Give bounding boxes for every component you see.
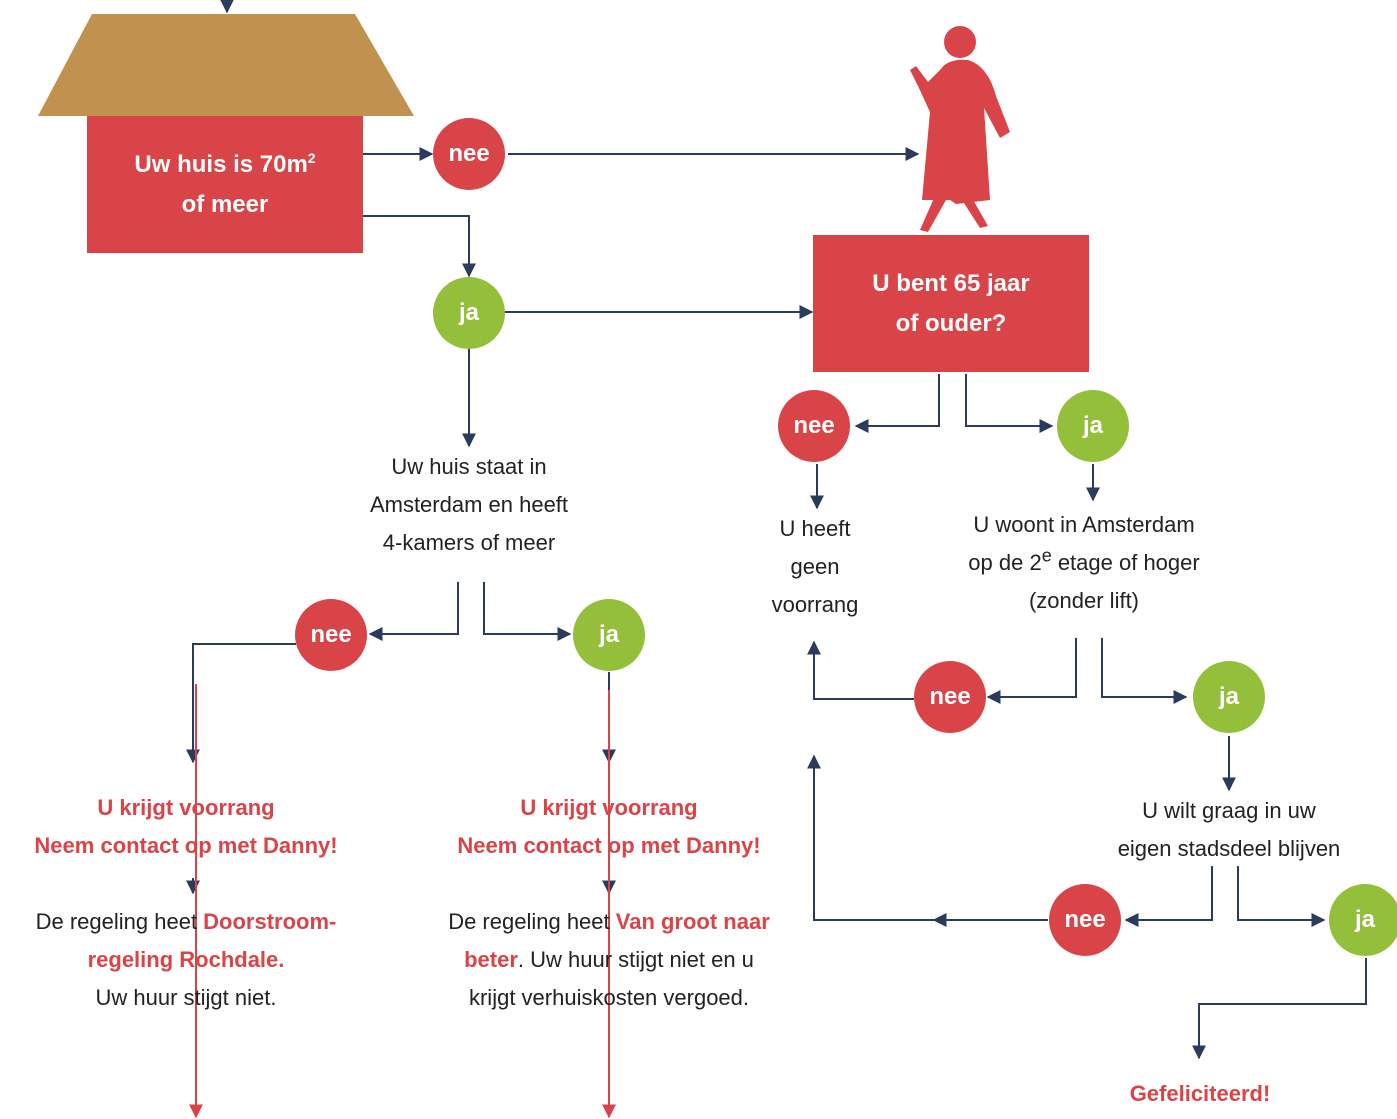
ja-node-house: ja	[433, 277, 505, 349]
house-size-line2: of meer	[181, 190, 269, 218]
stadsdeel-question-line1: U wilt graag in uw	[1142, 798, 1316, 823]
result-van-groot-naar-beter: U krijgt voorrang Neem contact op met Da…	[412, 789, 806, 1017]
etage-question-line3: (zonder lift)	[1028, 588, 1140, 613]
result-mid-line1: De regeling heet Van groot naar	[448, 909, 770, 934]
nee-node-age: nee	[778, 390, 850, 462]
result-gefeliciteerd: Gefeliciteerd!	[1129, 1081, 1271, 1106]
etage-question-line1: U woont in Amsterdam	[973, 512, 1195, 537]
nee-node-etage: nee	[914, 661, 986, 733]
etage-question-line2: op de 2e etage of hoger	[968, 545, 1200, 575]
geen-voorrang-line1: U heeft	[779, 516, 851, 541]
woman-silhouette-icon	[910, 26, 1010, 232]
result-doorstroom: U krijgt voorrang Neem contact op met Da…	[0, 789, 372, 1017]
stadsdeel-question: U wilt graag in uw eigen stadsdeel blijv…	[1079, 792, 1379, 868]
ja-node-age: ja	[1057, 390, 1129, 462]
amsterdam-question-line2: Amsterdam en heeft	[369, 492, 569, 517]
house-roof	[38, 14, 414, 116]
ja-node-etage: ja	[1193, 661, 1265, 733]
house-size-box: Uw huis is 70m2 of meer	[87, 116, 363, 253]
nee-node-house: nee	[433, 118, 505, 190]
house-size-line1: Uw huis is 70m2	[134, 149, 316, 178]
amsterdam-question-line1: Uw huis staat in	[391, 454, 547, 479]
nee-node-kamers: nee	[295, 599, 367, 671]
amsterdam-question: Uw huis staat in Amsterdam en heeft 4-ka…	[329, 448, 609, 562]
amsterdam-question-line3: 4-kamers of meer	[382, 530, 556, 555]
geen-voorrang-text: U heeft geen voorrang	[747, 510, 883, 624]
result-doorstroom-line1: De regeling heet Doorstroom-	[35, 909, 337, 934]
result-doorstroom-heading1: U krijgt voorrang	[97, 795, 275, 820]
result-doorstroom-line2: regeling Rochdale.	[87, 947, 285, 972]
ja-node-kamers: ja	[573, 599, 645, 671]
result-mid-heading1: U krijgt voorrang	[520, 795, 698, 820]
nee-node-stadsdeel: nee	[1049, 884, 1121, 956]
stadsdeel-question-line2: eigen stadsdeel blijven	[1117, 836, 1341, 861]
result-mid-heading2: Neem contact op met Danny!	[457, 833, 761, 858]
result-doorstroom-line3: Uw huur stijgt niet.	[95, 985, 277, 1010]
result-doorstroom-heading2: Neem contact op met Danny!	[34, 833, 338, 858]
age-line2: of ouder?	[895, 309, 1007, 337]
age-line1: U bent 65 jaar	[872, 269, 1030, 297]
geen-voorrang-line3: voorrang	[771, 592, 859, 617]
ja-node-stadsdeel: ja	[1329, 884, 1397, 956]
etage-question: U woont in Amsterdam op de 2e etage of h…	[928, 506, 1240, 620]
result-mid-line2: beter. Uw huur stijgt niet en u	[464, 947, 754, 972]
geen-voorrang-line2: geen	[790, 554, 840, 579]
age-box: U bent 65 jaar of ouder?	[813, 235, 1089, 372]
result-mid-line3: krijgt verhuiskosten vergoed.	[468, 985, 750, 1010]
